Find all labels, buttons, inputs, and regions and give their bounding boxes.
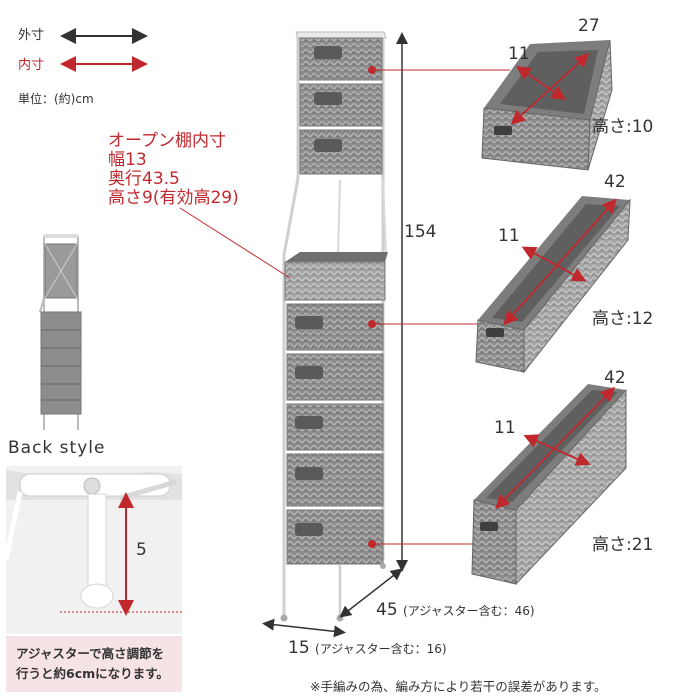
rack-depth-value: 45 (アジャスター含む：46) <box>376 600 535 620</box>
open-shelf-title: オープン棚内寸 <box>108 131 226 151</box>
rack-depth-arrow <box>339 568 403 618</box>
handmade-tolerance-note: ※手編みの為、編み方により若干の誤差があります。 <box>310 679 607 694</box>
open-shelf-label: オープン棚内寸 幅13 奥行43.5 高さ9(有効高29) <box>108 132 239 208</box>
rack-depth-note: (アジャスター含む：46) <box>403 604 535 618</box>
back-style-thumbnail <box>39 234 82 430</box>
basket-medium <box>475 196 631 374</box>
outer-dim-legend-label: 外寸 <box>18 28 45 43</box>
rack-width-note: (アジャスター含む：16) <box>315 642 447 656</box>
basket-large-width: 11 <box>494 418 516 438</box>
adjuster-note-line1: アジャスターで高さ調節を <box>16 646 165 661</box>
adjuster-note-line2: 行うと約6cmになります。 <box>16 666 169 681</box>
basket-large-length: 42 <box>604 368 626 388</box>
basket-medium-width: 11 <box>498 226 520 246</box>
inner-dim-legend-label: 内寸 <box>18 58 45 73</box>
rack-width-value: 15 (アジャスター含む：16) <box>288 638 447 658</box>
open-shelf-width: 幅13 <box>108 150 147 170</box>
basket-small-height: 高さ:10 <box>592 117 654 137</box>
open-shelf-depth: 奥行43.5 <box>108 169 180 189</box>
main-rack <box>280 31 388 622</box>
basket-large-height: 高さ:21 <box>592 535 654 555</box>
adjuster-detail-photo <box>3 466 182 634</box>
basket-medium-height: 高さ:12 <box>592 309 654 329</box>
basket-medium-length: 42 <box>604 172 626 192</box>
basket-small <box>481 39 613 171</box>
adjuster-note: アジャスターで高さ調節を 行うと約6cmになります。 <box>6 636 182 692</box>
back-style-label: Back style <box>8 438 106 458</box>
rack-depth-number: 45 <box>376 600 398 620</box>
basket-small-length: 27 <box>578 16 600 36</box>
open-shelf-height: 高さ9(有効高29) <box>108 188 239 208</box>
rack-width-arrow <box>262 618 346 638</box>
basket-small-width: 11 <box>508 44 530 64</box>
rack-height-value: 154 <box>404 222 437 242</box>
rack-width-number: 15 <box>288 638 310 658</box>
adjuster-height-value: 5 <box>136 540 147 560</box>
unit-label: 単位：(約)cm <box>18 92 94 106</box>
